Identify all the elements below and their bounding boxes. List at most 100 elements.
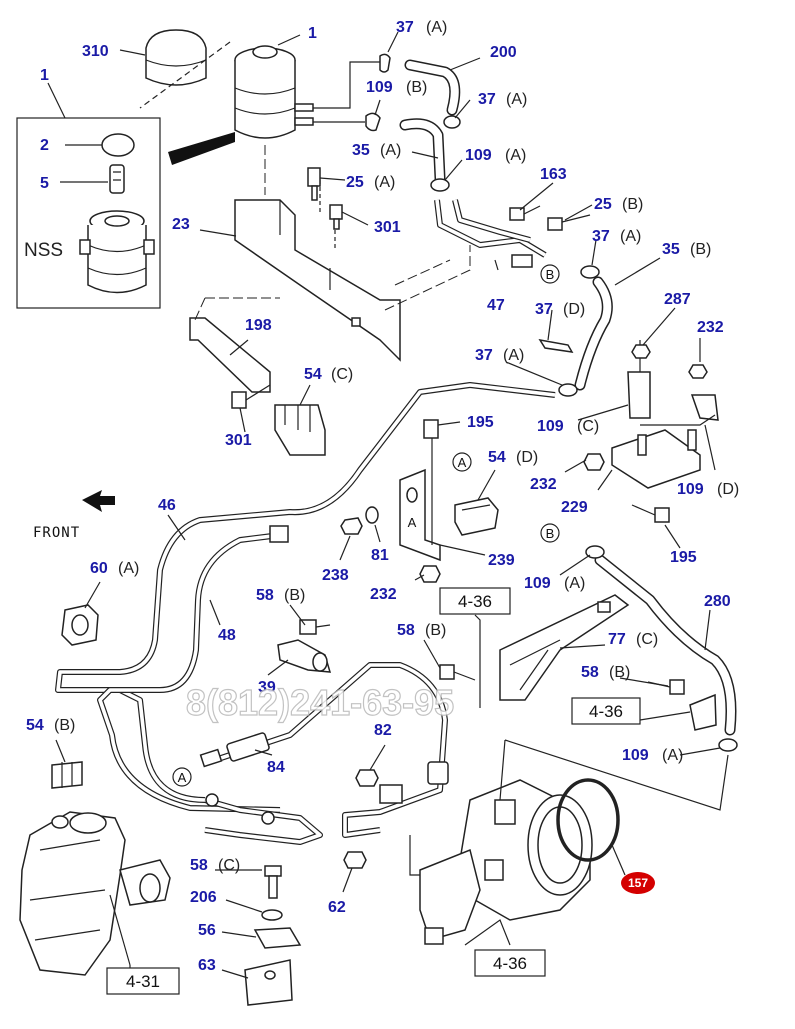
svg-text:(A): (A) bbox=[620, 228, 641, 245]
label-5: 5 bbox=[40, 175, 49, 192]
hose-35a bbox=[399, 118, 446, 184]
label-60a: 60 bbox=[90, 560, 108, 577]
label-48: 48 bbox=[218, 627, 236, 644]
label-77c: 77 bbox=[608, 631, 626, 648]
svg-text:4-36: 4-36 bbox=[589, 702, 623, 721]
svg-text:(A): (A) bbox=[118, 560, 139, 577]
pipe-46 bbox=[55, 382, 556, 803]
label-37a-2: 37 bbox=[478, 91, 496, 108]
label-232-1: 232 bbox=[697, 319, 724, 336]
label-109a-3: 109 bbox=[622, 747, 649, 764]
bolt-195-right bbox=[631, 504, 670, 523]
label-46: 46 bbox=[158, 497, 176, 514]
svg-text:(B): (B) bbox=[54, 717, 75, 734]
svg-text:(A): (A) bbox=[564, 575, 585, 592]
label-35b: 35 bbox=[662, 241, 680, 258]
watermark: 8(812)241-63-95 bbox=[185, 681, 454, 723]
steering-gear bbox=[19, 811, 171, 976]
circled-a-2: A bbox=[408, 515, 417, 530]
svg-text:(B): (B) bbox=[406, 79, 427, 96]
label-232-3: 232 bbox=[370, 586, 397, 603]
svg-text:(A): (A) bbox=[426, 19, 447, 36]
label-195-1: 195 bbox=[467, 414, 494, 431]
pipe-47 bbox=[434, 199, 547, 268]
reservoir-inset bbox=[16, 82, 161, 309]
bracket-23 bbox=[205, 180, 471, 362]
nut-232-right bbox=[583, 453, 605, 471]
svg-text:(B): (B) bbox=[622, 196, 643, 213]
hose-84 bbox=[199, 662, 449, 838]
bracket-229 bbox=[611, 414, 716, 489]
bolt-25a bbox=[307, 167, 321, 201]
label-163: 163 bbox=[540, 166, 567, 183]
label-195-2: 195 bbox=[670, 549, 697, 566]
svg-text:8(812)241-63-95: 8(812)241-63-95 bbox=[186, 682, 454, 723]
circled-b-1: B bbox=[540, 264, 560, 284]
bracket-39 bbox=[277, 639, 332, 673]
clip-60a bbox=[61, 604, 99, 646]
svg-text:(D): (D) bbox=[717, 481, 739, 498]
badge-157: 157 bbox=[621, 872, 655, 894]
ref-box-4-31[interactable]: 4-31 bbox=[106, 967, 180, 995]
bolt-301-top bbox=[329, 204, 343, 230]
nut-62 bbox=[343, 851, 367, 869]
label-287: 287 bbox=[664, 291, 691, 308]
label-232-2: 232 bbox=[530, 476, 557, 493]
label-301-2: 301 bbox=[225, 432, 252, 449]
label-238: 238 bbox=[322, 567, 349, 584]
label-25b: 25 bbox=[594, 196, 612, 213]
label-37a-1: 37 bbox=[396, 19, 414, 36]
svg-text:4-36: 4-36 bbox=[458, 592, 492, 611]
label-82: 82 bbox=[374, 722, 392, 739]
svg-text:(A): (A) bbox=[662, 747, 683, 764]
svg-text:157: 157 bbox=[628, 876, 648, 890]
pipe-to-gear bbox=[204, 793, 323, 845]
label-nss: NSS bbox=[24, 240, 63, 261]
circled-a-1: A bbox=[452, 452, 472, 472]
label-63: 63 bbox=[198, 957, 216, 974]
svg-text:4-31: 4-31 bbox=[126, 972, 160, 991]
label-1-box: 1 bbox=[40, 67, 49, 84]
hose-35b bbox=[558, 265, 613, 397]
label-200: 200 bbox=[490, 44, 517, 61]
plate-56 bbox=[253, 927, 302, 949]
ref-box-4-36-top[interactable]: 4-36 bbox=[439, 587, 511, 615]
label-54b: 54 bbox=[26, 717, 44, 734]
bracket-239 bbox=[399, 419, 441, 562]
svg-text:4-36: 4-36 bbox=[493, 954, 527, 973]
reservoir-assembly bbox=[139, 29, 380, 195]
nut-238 bbox=[340, 517, 363, 535]
label-310: 310 bbox=[82, 43, 109, 60]
svg-text:A: A bbox=[458, 455, 467, 470]
svg-text:A: A bbox=[178, 770, 187, 785]
part-labels: 1 1 2 5 NSS 310 37 (A) 200 109 (B) 37 (A… bbox=[24, 19, 739, 974]
bolt-163 bbox=[509, 205, 541, 221]
clip-54c bbox=[274, 404, 326, 456]
label-198: 198 bbox=[245, 317, 272, 334]
ref-box-4-36-bottom[interactable]: 4-36 bbox=[474, 949, 546, 977]
leader-lines bbox=[55, 31, 721, 979]
bolt-25b bbox=[547, 214, 591, 231]
ref-box-4-36-mid[interactable]: 4-36 bbox=[571, 697, 641, 725]
circled-a-3: A bbox=[172, 767, 192, 787]
bolt-58c bbox=[264, 865, 282, 899]
label-58b-3: 58 bbox=[581, 664, 599, 681]
label-206: 206 bbox=[190, 889, 217, 906]
svg-text:(B): (B) bbox=[609, 664, 630, 681]
label-37a-4: 37 bbox=[475, 347, 493, 364]
svg-text:(B): (B) bbox=[690, 241, 711, 258]
label-109c: 109 bbox=[537, 418, 564, 435]
label-109b: 109 bbox=[366, 79, 393, 96]
svg-text:(A): (A) bbox=[503, 347, 524, 364]
label-109a-2: 109 bbox=[524, 575, 551, 592]
svg-text:(D): (D) bbox=[563, 301, 585, 318]
svg-text:B: B bbox=[546, 526, 555, 541]
label-280: 280 bbox=[704, 593, 731, 610]
svg-text:(A): (A) bbox=[374, 174, 395, 191]
clip-right-436 bbox=[689, 693, 717, 731]
label-109d: 109 bbox=[677, 481, 704, 498]
label-58b-2: 58 bbox=[397, 622, 415, 639]
bracket-198 bbox=[189, 297, 271, 393]
washer-206 bbox=[261, 909, 283, 921]
circled-b-2: B bbox=[540, 523, 560, 543]
